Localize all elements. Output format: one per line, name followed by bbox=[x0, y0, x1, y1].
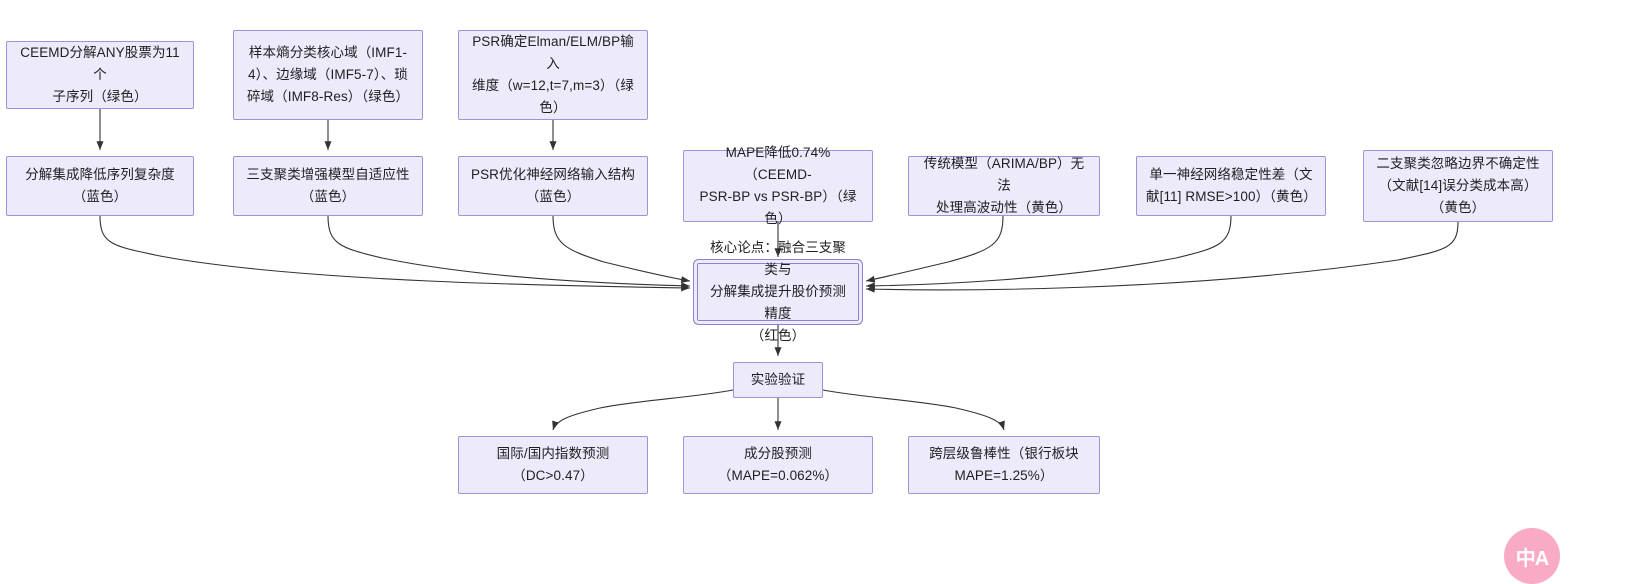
node-traditional-model-limitation[interactable]: 传统模型（ARIMA/BP）无法 处理高波动性（黄色） bbox=[908, 156, 1100, 216]
node-label: PSR优化神经网络输入结构 （蓝色） bbox=[470, 167, 636, 204]
node-single-network-instability[interactable]: 单一神经网络稳定性差（文 献[11] RMSE>100）（黄色） bbox=[1136, 156, 1326, 216]
node-mape-reduction[interactable]: MAPE降低0.74%（CEEMD- PSR-BP vs PSR-BP）（绿 色… bbox=[683, 145, 873, 226]
node-label: 分解集成降低序列复杂度 （蓝色） bbox=[25, 167, 175, 204]
edge-n4-core bbox=[99, 215, 691, 292]
node-cross-level-robustness[interactable]: 跨层级鲁棒性（银行板块 MAPE=1.25%） bbox=[908, 436, 1100, 494]
node-label: 实验验证 bbox=[750, 372, 806, 388]
node-label: MAPE降低0.74%（CEEMD- PSR-BP vs PSR-BP）（绿 色… bbox=[699, 145, 857, 226]
node-label: 三支聚类增强模型自适应性 （蓝色） bbox=[246, 167, 410, 204]
node-three-way-clustering-adaptivity[interactable]: 三支聚类增强模型自适应性 （蓝色） bbox=[233, 156, 423, 216]
node-label: 核心论点：融合三支聚类与 分解集成提升股价预测精度 （红色） bbox=[710, 240, 846, 343]
edge-n5-core bbox=[327, 215, 691, 290]
node-two-way-clustering-boundary[interactable]: 二支聚类忽略边界不确定性 （文献[14]误分类成本高） （黄色） bbox=[1363, 150, 1553, 222]
node-label: 成分股预测 （MAPE=0.062%） bbox=[717, 446, 839, 483]
node-psr-input-dimension[interactable]: PSR确定Elman/ELM/BP输入 维度（w=12,t=7,m=3）（绿 色… bbox=[458, 30, 648, 120]
edge-n9-core bbox=[865, 215, 1232, 290]
watermark-badge: 中A bbox=[1504, 528, 1560, 584]
node-experiment-verification[interactable]: 实验验证 bbox=[733, 362, 823, 398]
edge-n8-core bbox=[865, 215, 1004, 283]
watermark-label: 中A bbox=[1515, 547, 1549, 570]
node-label: CEEMD分解ANY股票为11个 子序列（绿色） bbox=[20, 45, 180, 104]
node-label: 单一神经网络稳定性差（文 献[11] RMSE>100）（黄色） bbox=[1146, 167, 1317, 204]
node-sample-entropy-classify[interactable]: 样本熵分类核心域（IMF1- 4）、边缘域（IMF5-7）、琐 碎域（IMF8-… bbox=[233, 30, 423, 120]
node-decompose-reduce-complexity[interactable]: 分解集成降低序列复杂度 （蓝色） bbox=[6, 156, 194, 216]
edge-verify-b3 bbox=[822, 389, 1005, 431]
node-label: 二支聚类忽略边界不确定性 （文献[14]误分类成本高） （黄色） bbox=[1376, 156, 1540, 215]
node-label: 样本熵分类核心域（IMF1- 4）、边缘域（IMF5-7）、琐 碎域（IMF8-… bbox=[246, 45, 410, 104]
edge-verify-b1 bbox=[552, 389, 734, 431]
node-label: 传统模型（ARIMA/BP）无法 处理高波动性（黄色） bbox=[923, 156, 1085, 215]
node-index-forecast[interactable]: 国际/国内指数预测 （DC>0.47） bbox=[458, 436, 648, 494]
node-label: 国际/国内指数预测 （DC>0.47） bbox=[496, 446, 610, 483]
edge-n10-core bbox=[865, 221, 1459, 293]
node-psr-optimize-network-input[interactable]: PSR优化神经网络输入结构 （蓝色） bbox=[458, 156, 648, 216]
node-constituent-stock-forecast[interactable]: 成分股预测 （MAPE=0.062%） bbox=[683, 436, 873, 494]
node-ceemd-decompose[interactable]: CEEMD分解ANY股票为11个 子序列（绿色） bbox=[6, 41, 194, 109]
edge-n6-core bbox=[552, 215, 691, 284]
node-label: PSR确定Elman/ELM/BP输入 维度（w=12,t=7,m=3）（绿 色… bbox=[472, 34, 634, 115]
node-label: 跨层级鲁棒性（银行板块 MAPE=1.25%） bbox=[929, 446, 1079, 483]
node-core-thesis[interactable]: 核心论点：融合三支聚类与 分解集成提升股价预测精度 （红色） bbox=[697, 240, 859, 343]
